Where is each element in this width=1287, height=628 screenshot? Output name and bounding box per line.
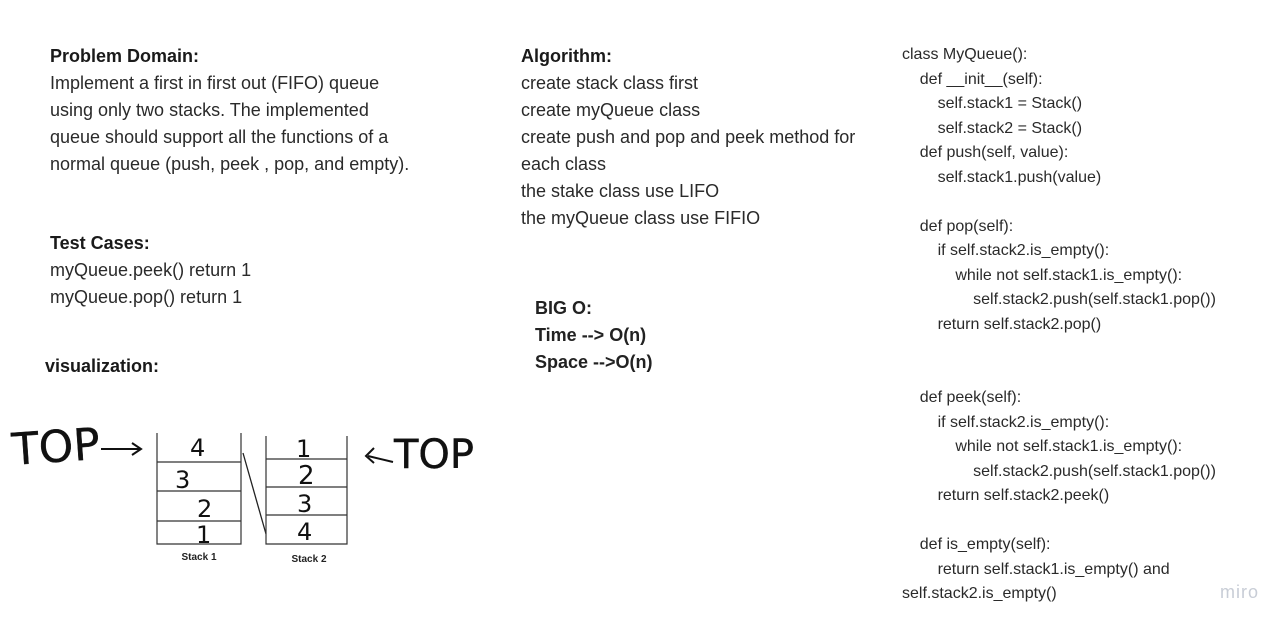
test-cases-section: Test Cases: myQueue.peek() return 1 myQu…	[50, 230, 251, 311]
code-line: def peek(self):	[902, 389, 1022, 406]
code-line: self.stack2.push(self.stack1.pop())	[902, 291, 1216, 308]
stack-2-item: 4	[297, 518, 312, 546]
code-line: self.stack1.push(value)	[902, 168, 1102, 186]
algorithm-heading: Algorithm:	[521, 46, 612, 66]
space-complexity: Space -->O(n)	[535, 352, 653, 372]
problem-domain-section: Problem Domain: Implement a first in fir…	[50, 43, 470, 178]
stack-1-item: 4	[190, 434, 205, 462]
code-line: class MyQueue():	[902, 46, 1028, 63]
stack-1-caption: Stack 1	[181, 552, 216, 563]
code-line: while not self.stack1.is_empty():	[902, 266, 1183, 284]
left-top-label: TOP	[9, 419, 101, 476]
big-o-heading: BIG O:	[535, 298, 592, 318]
right-top-label: TOP	[393, 432, 474, 478]
big-o-section: BIG O: Time --> O(n) Space -->O(n)	[535, 295, 653, 376]
code-line: self.stack1 = Stack()	[902, 95, 1083, 112]
stack-1: 4 3 2 1 Stack 1	[156, 433, 242, 563]
algorithm-line: create myQueue class	[521, 100, 701, 120]
problem-domain-line: using only two stacks. The implemented	[50, 100, 369, 120]
stack-1-item: 3	[175, 466, 190, 494]
code-block: class MyQueue(): def __init__(self): sel…	[902, 43, 1282, 607]
algorithm-line: create push and pop and peek method for	[521, 127, 856, 147]
code-line	[902, 362, 1282, 387]
code-line: if self.stack2.is_empty():	[902, 242, 1110, 259]
stack-visualization: TOP 4 3 2 1 Stack 1 1 2 3 4 Stack 2 TOP	[9, 419, 474, 565]
code-line: while not self.stack1.is_empty():	[902, 438, 1183, 455]
algorithm-line: create stack class first	[521, 73, 699, 93]
stack-2-item: 1	[296, 435, 311, 463]
code-line: self.stack2.is_empty()	[902, 585, 1057, 602]
algorithm-line: the stake class use LIFO	[521, 181, 720, 201]
problem-domain-line: normal queue (push, peek , pop, and empt…	[50, 154, 410, 174]
code-line	[902, 509, 1282, 534]
code-line	[902, 190, 1282, 215]
left-arrow-icon	[364, 447, 394, 464]
code-line: def is_empty(self):	[902, 536, 1051, 553]
right-arrow-icon	[101, 442, 143, 456]
stack-2-caption: Stack 2	[291, 554, 326, 565]
code-line: return self.stack2.peek()	[902, 487, 1110, 504]
code-line: return self.stack2.pop()	[902, 315, 1102, 333]
code-line: def pop(self):	[902, 217, 1014, 235]
code-line: self.stack2 = Stack()	[902, 119, 1083, 137]
code-line: def __init__(self):	[902, 70, 1043, 88]
problem-domain-line: Implement a first in first out (FIFO) qu…	[50, 73, 380, 93]
time-complexity: Time --> O(n)	[535, 325, 647, 345]
problem-domain-heading: Problem Domain:	[50, 46, 200, 66]
stack-2-item: 2	[298, 461, 315, 491]
code-line: if self.stack2.is_empty():	[902, 413, 1110, 431]
code-line: self.stack2.push(self.stack1.pop())	[902, 462, 1216, 480]
algorithm-line: the myQueue class use FIFIO	[521, 208, 761, 228]
code-line: def push(self, value):	[902, 144, 1069, 161]
code-line: return self.stack1.is_empty() and	[902, 560, 1170, 578]
stack-1-item: 2	[197, 495, 212, 523]
stack-2-item: 3	[297, 490, 312, 518]
algorithm-section: Algorithm: create stack class first crea…	[521, 43, 855, 232]
test-cases-heading: Test Cases:	[50, 233, 150, 253]
stack-2: 1 2 3 4 Stack 2	[265, 435, 348, 565]
problem-domain-line: queue should support all the functions o…	[50, 127, 389, 147]
stack-1-item: 1	[196, 521, 211, 549]
algorithm-line: each class	[521, 154, 607, 174]
test-case-line: myQueue.pop() return 1	[50, 287, 243, 307]
transfer-line	[242, 452, 267, 535]
test-case-line: myQueue.peek() return 1	[50, 260, 252, 280]
miro-watermark: miro	[1220, 582, 1259, 602]
visualization-heading: visualization:	[45, 356, 160, 376]
code-line	[902, 337, 1282, 362]
